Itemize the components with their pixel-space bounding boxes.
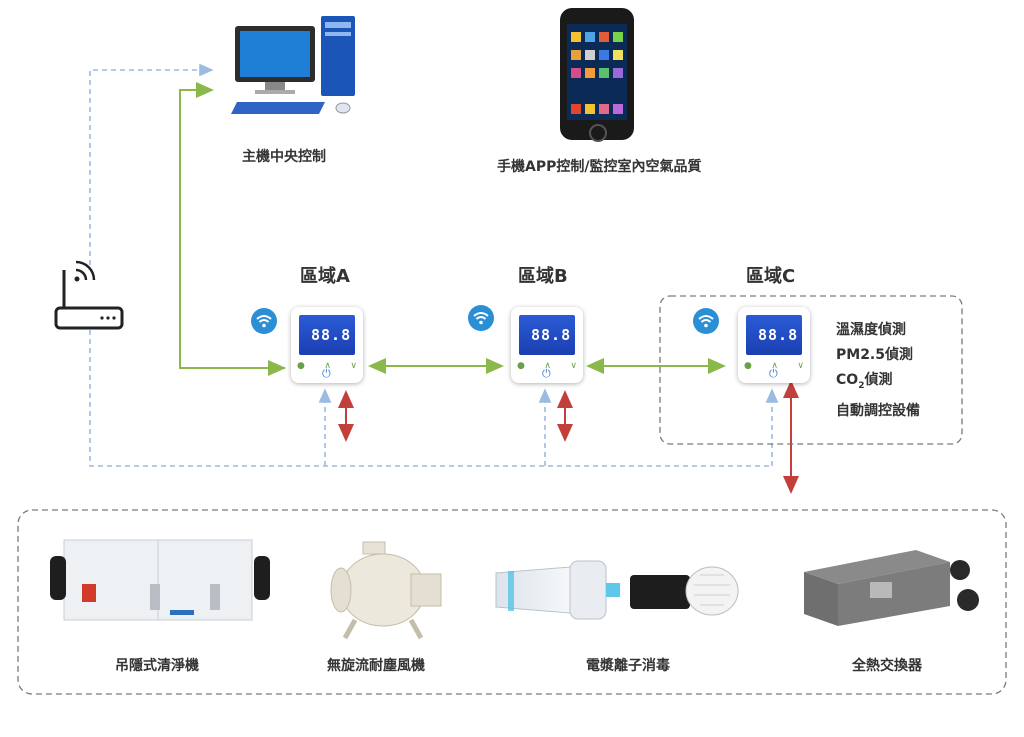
zone-a-title: 區域A [300,266,350,287]
smartphone [560,8,634,142]
wifi-icon [251,308,277,334]
heat-exchanger-icon [804,550,979,626]
feature-co2: CO2偵測 [836,368,920,399]
plasma-sterilizer-image [490,555,750,625]
inline-fan-icon [330,541,442,640]
feature-co2-suffix: 偵測 [864,372,893,388]
home-button-icon [589,124,607,142]
router [52,258,132,334]
router-icon [54,260,124,330]
power-icon: ⏻ [769,367,778,380]
pc-label: 主機中央控制 [242,149,326,165]
heat-exchanger-image [800,548,985,630]
pc-to-zone-a-line [179,82,285,369]
feature-co2-prefix: CO [836,372,859,388]
app-grid-icon [571,32,623,114]
controller-digits: 88.8 [531,326,572,344]
controller-screen: 88.8 [519,315,575,355]
device-caption-plasma: 電漿離子消毒 [586,658,670,674]
controller-buttons: ●∧∨ [744,361,804,371]
controller-digits: 88.8 [758,326,799,344]
device-caption-purifier: 吊隱式清淨機 [115,658,199,674]
controller-screen: 88.8 [746,315,802,355]
phone-label: 手機APP控制/監控室內空氣品質 [497,159,702,175]
ceiling-purifier-icon [50,539,270,621]
device-caption-fan: 無旋流耐塵風機 [327,658,425,674]
controller-buttons: ●∧∨ [517,361,577,371]
desktop-computer [225,14,365,124]
zone-c-controller[interactable]: 88.8 ●∧∨ ⏻ [738,307,810,383]
smartphone-screen [567,24,627,120]
feature-humidity: 溫濕度偵測 [836,322,906,338]
wifi-icon [693,308,719,334]
router-to-pc-line [89,63,214,265]
ceiling-purifier-image [50,536,270,626]
inline-fan-image [325,540,445,640]
zone-a-controller[interactable]: 88.8 ●∧∨ ⏻ [291,307,363,383]
zone-c-features: 溫濕度偵測 PM2.5偵測 CO2偵測 自動調控設備 [836,318,920,424]
zone-c-title: 區域C [746,266,796,287]
plasma-sterilizer-icon [495,560,739,620]
power-icon: ⏻ [322,367,331,380]
zone-c-frame [659,295,963,445]
zone-b-title: 區域B [518,266,568,287]
device-caption-exchanger: 全熱交換器 [852,658,922,674]
power-icon: ⏻ [542,367,551,380]
feature-pm25: PM2.5偵測 [836,347,913,363]
feature-auto-control: 自動調控設備 [836,402,920,419]
devices-frame [17,509,1007,695]
feature-co2-subscript: 2 [858,380,865,391]
wifi-icon [468,305,494,331]
desktop-computer-icon [231,16,355,114]
controller-screen: 88.8 [299,315,355,355]
zone-b-controller[interactable]: 88.8 ●∧∨ ⏻ [511,307,583,383]
controller-digits: 88.8 [311,326,352,344]
router-bus-line [89,330,772,467]
controller-buttons: ●∧∨ [297,361,357,371]
